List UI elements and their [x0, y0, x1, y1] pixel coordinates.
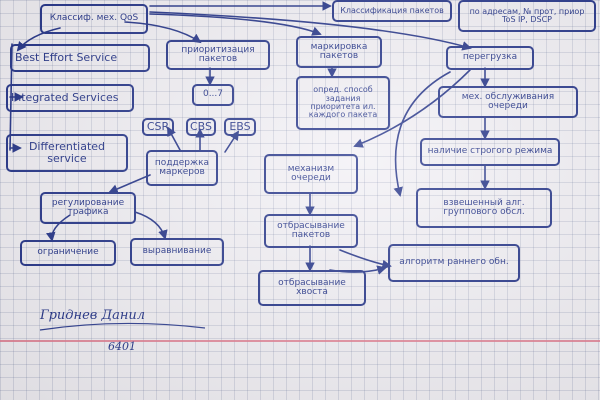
node-integrated: Integrated Services: [6, 84, 134, 112]
edge-root-prioritization: [124, 21, 202, 44]
node-marker-support: поддержка маркеров: [146, 150, 218, 186]
node-root: Классиф. мех. QoS: [40, 4, 148, 34]
node-top-right-note: по адресам, № прот, приор ToS IP, DSCP: [458, 0, 596, 32]
node-marking-desc: опред. способ задания приоритета ил. каж…: [296, 76, 390, 130]
node-red: алгоритм раннего обн.: [388, 244, 520, 282]
node-congestion: перегрузка: [446, 46, 534, 70]
node-drop-tail: отбрасывание хвоста: [258, 270, 366, 306]
edge-regulation-shaping: [46, 214, 71, 242]
edge-regulation-policing: [134, 211, 168, 240]
node-prio-range: 0...7: [192, 84, 234, 106]
node-ebs: EBS: [224, 118, 256, 136]
node-weighted: взвешенный алг. группового обсл.: [416, 188, 552, 228]
node-best-effort: Best Effort Service: [10, 44, 150, 72]
node-differentiated: Differentiated service: [6, 134, 128, 172]
node-policing: выравнивание: [130, 238, 224, 266]
edge-root-marking: [149, 13, 322, 36]
node-traffic-regulation: регулирование трафика: [40, 192, 136, 224]
node-queue-mech: механизм очереди: [264, 154, 358, 194]
edge-root-best-effort: [16, 27, 61, 52]
node-cbs: CBS: [186, 118, 216, 136]
node-service-queue: мех. обслуживания очереди: [438, 86, 578, 118]
node-classification-top: Классификация пакетов: [332, 0, 452, 22]
group-number: 6401: [108, 340, 136, 353]
node-marking: маркировка пакетов: [296, 36, 382, 68]
node-prioritization: приоритизация пакетов: [166, 40, 270, 70]
edge-congestion-queue-mech: [353, 69, 471, 148]
edge-drop-red: [339, 249, 392, 270]
node-shaping: ограничение: [20, 240, 116, 266]
node-csr: CSR: [142, 118, 174, 136]
node-drop-packets: отбрасывание пакетов: [264, 214, 358, 248]
signature-name: Гриднев Данил: [40, 308, 146, 323]
node-strict-regime: наличие строгого режима: [420, 138, 560, 166]
edge-root-congestion: [149, 11, 472, 51]
margin-line: [0, 340, 600, 342]
edge-marker-regulation: [108, 174, 151, 194]
signature-stroke: [39, 322, 206, 331]
